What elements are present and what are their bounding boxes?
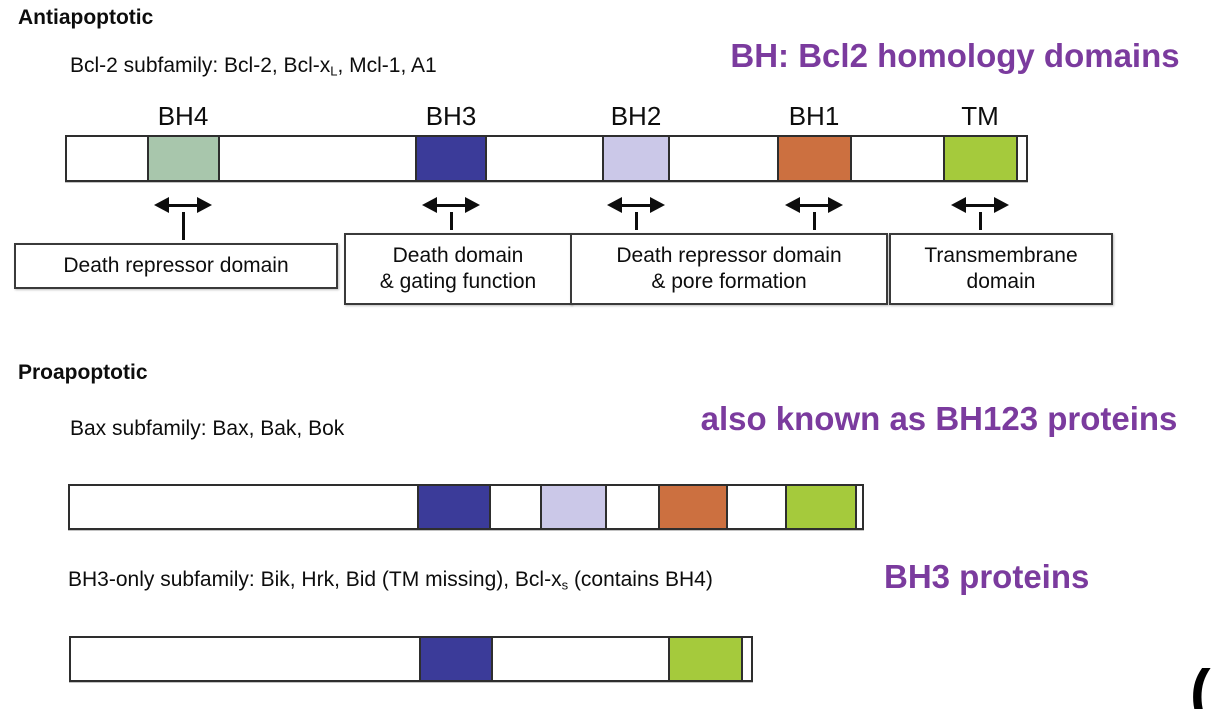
death-repressor-pore-box: Death repressor domain & pore formation [570, 233, 888, 305]
bh1-domain-segment [777, 137, 852, 180]
death-repressor-domain-box: Death repressor domain [14, 243, 338, 289]
arrow-left-head-icon [154, 197, 169, 213]
bh3-only-text: BH3-only subfamily: Bik, Hrk, Bid (TM mi… [68, 568, 562, 591]
arrow-right-head-icon [197, 197, 212, 213]
bax-subfamily-label: Bax subfamily: Bax, Bak, Bok [70, 417, 345, 440]
bh4-domain-segment [147, 137, 220, 180]
arrow-left-head-icon [607, 197, 622, 213]
tm-domain-segment [668, 638, 743, 680]
arrow-tick [634, 212, 638, 230]
tm-domain-segment [943, 137, 1018, 180]
bax-protein-bar [68, 484, 864, 530]
arrow-shaft [800, 203, 828, 207]
corner-parenthesis-mark: ( [1190, 658, 1211, 709]
bh2-domain-segment [540, 486, 607, 528]
arrow-tick [978, 212, 982, 230]
arrow-shaft [437, 203, 465, 207]
arrow-right-head-icon [465, 197, 480, 213]
bh3-label: BH3 [425, 101, 477, 131]
arrow-right-head-icon [828, 197, 843, 213]
proapoptotic-heading: Proapoptotic [18, 361, 148, 384]
arrow-tick [812, 212, 816, 230]
bclxs-subscript: s [561, 577, 569, 593]
bh3-span-arrow [422, 197, 480, 230]
bcl2-subfamily-text: Bcl-2 subfamily: Bcl-2, Bcl-x [70, 54, 331, 77]
arrow-left-head-icon [422, 197, 437, 213]
bh4-span-arrow [154, 197, 212, 240]
bcl2-subfamily-text-end: , Mcl-1, A1 [337, 54, 437, 77]
bh3-proteins-annotation: BH3 proteins [884, 558, 1090, 595]
bh4-label: BH4 [157, 101, 209, 131]
bh2-label: BH2 [610, 101, 662, 131]
bh1-span-arrow [785, 197, 843, 230]
bcl2-subfamily-label: Bcl-2 subfamily: Bcl-2, Bcl-xL, Mcl-1, A… [70, 54, 437, 79]
bh123-annotation: also known as BH123 proteins [700, 400, 1178, 437]
arrow-shaft [169, 203, 197, 207]
antiapoptotic-heading: Antiapoptotic [18, 6, 154, 29]
bh3-only-protein-bar [69, 636, 753, 682]
arrow-left-head-icon [785, 197, 800, 213]
arrow-tick [181, 212, 185, 240]
bh-homology-annotation: BH: Bcl2 homology domains [730, 37, 1180, 74]
tm-domain-segment [785, 486, 857, 528]
bh2-domain-segment [602, 137, 670, 180]
bh3-domain-segment [419, 638, 493, 680]
transmembrane-domain-box: Transmembrane domain [889, 233, 1113, 305]
bh1-domain-segment [658, 486, 728, 528]
bh3-domain-segment [415, 137, 487, 180]
tm-span-arrow [951, 197, 1009, 230]
arrow-shaft [622, 203, 650, 207]
bh1-label: BH1 [788, 101, 840, 131]
arrow-left-head-icon [951, 197, 966, 213]
arrow-shaft [966, 203, 994, 207]
bh3-only-subfamily-label: BH3-only subfamily: Bik, Hrk, Bid (TM mi… [68, 568, 713, 593]
tm-label: TM [961, 101, 999, 131]
bh3-only-text-end: (contains BH4) [568, 568, 713, 591]
bclx-subscript: L [330, 63, 338, 79]
bh3-domain-segment [417, 486, 491, 528]
arrow-right-head-icon [650, 197, 665, 213]
arrow-right-head-icon [994, 197, 1009, 213]
bcl2-protein-bar [65, 135, 1028, 182]
death-domain-gating-box: Death domain & gating function [344, 233, 572, 305]
bh2-span-arrow [607, 197, 665, 230]
arrow-tick [449, 212, 453, 230]
